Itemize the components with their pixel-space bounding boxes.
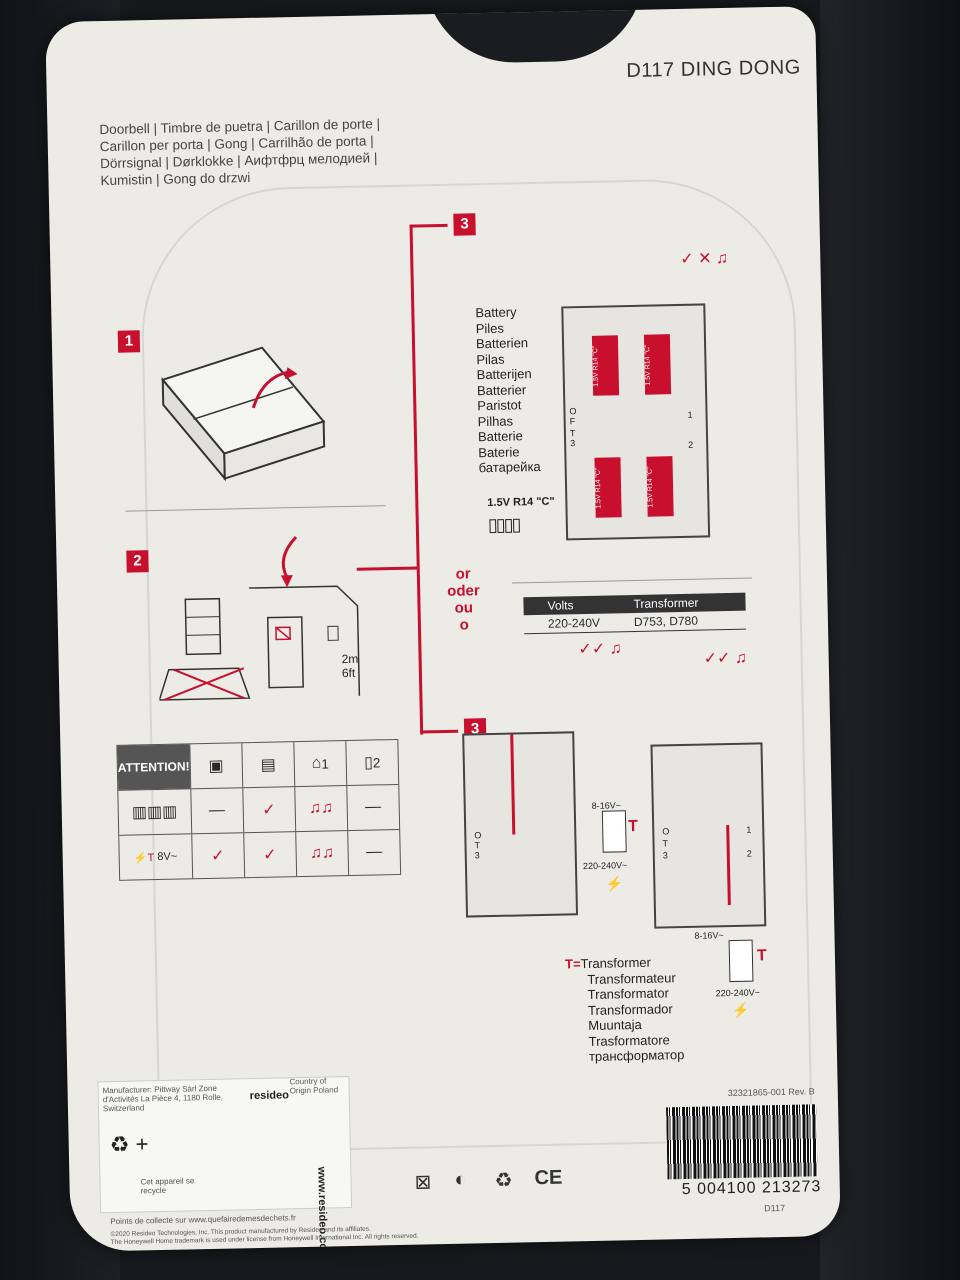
attention-title: ATTENTION! <box>117 744 191 790</box>
recycle-note: Cet appareil se recycle <box>140 1176 195 1196</box>
lightning-icon: ⚡ <box>605 875 623 892</box>
recycle-icon: ♻ <box>494 1169 513 1193</box>
chime-open-cover-illustration <box>161 346 326 482</box>
dash-icon: — <box>189 788 243 834</box>
check-icon: ✓ <box>241 787 295 833</box>
mounting-position-illustration <box>158 536 361 701</box>
battery-cell: 1.5V R14 "C" <box>591 335 620 396</box>
house-icon: ⌂1 <box>293 741 347 787</box>
step-1-badge: 1 <box>117 330 141 353</box>
dash-icon: — <box>347 829 401 876</box>
chime-type-icon: ▤ <box>241 742 295 788</box>
recycling-sticker: Manufacturer: Pittway Sàrl Zone d'Activi… <box>97 1076 353 1214</box>
switch-label: 2 <box>688 439 694 450</box>
wire <box>726 825 731 906</box>
chime-type-icon: ▣ <box>189 743 243 789</box>
wired-chime-diagram: O T 3 1 2 <box>650 742 767 929</box>
switch-label: 3 <box>570 438 576 449</box>
barcode-digits: 5 004100 213273 <box>681 1178 822 1199</box>
hanging-hole <box>424 6 647 65</box>
transformer-box <box>601 810 627 853</box>
transformer-t-label: T <box>628 817 639 836</box>
battery-cell: 1.5V R14 "C" <box>646 456 674 517</box>
wired-check-icons: ✓✓ ♫ <box>703 649 748 668</box>
transformer-icon: ⚡T 8V~ <box>133 850 178 865</box>
manufacturer-text: Manufacturer: Pittway Sàrl Zone d'Activi… <box>102 1083 223 1114</box>
transformer-word-list: T=Transformer Transformateur Transformat… <box>564 954 685 1065</box>
recycle-bin-icon: ♻ + <box>109 1131 149 1158</box>
green-dot-icon: ◐ <box>454 1168 467 1191</box>
volts-transformer-table: Volts Transformer 220-240V D753, D780 <box>523 592 747 635</box>
collection-text: Points de collecte sur www.quefairedemes… <box>110 1213 296 1227</box>
battery-spec: 1.5V R14 "C" <box>487 495 555 510</box>
battery-cells-icon: ▯▯▯▯ <box>487 514 520 536</box>
battery-icon: ▥▥▥ <box>131 803 178 822</box>
music-icon: ♫♫ <box>295 831 349 877</box>
attention-battery-row: ▥▥▥ — ✓ ♫♫ — <box>118 784 400 836</box>
step-3-badge: 3 <box>453 213 476 236</box>
attention-header-row: ATTENTION! ▣ ▤ ⌂1 ▯2 <box>117 739 399 791</box>
height-label-m: 2m <box>341 651 359 667</box>
battery-cell: 1.5V R14 "C" <box>643 334 672 395</box>
switch-label: F <box>569 416 576 427</box>
background-right <box>820 0 960 1280</box>
lightning-icon: ⚡ <box>731 1001 750 1019</box>
check-icon: ✓ <box>190 833 244 879</box>
attention-table: ATTENTION! ▣ ▤ ⌂1 ▯2 ▥▥▥ — ✓ ♫♫ — ⚡T 8V~… <box>116 738 402 881</box>
switch-label: T <box>569 428 576 439</box>
height-label-ft: 6ft <box>341 665 356 681</box>
product-names: Doorbell | Timbre de puetra | Carillon d… <box>99 116 381 189</box>
packaging-card: D117 DING DONG Doorbell | Timbre de puet… <box>45 6 841 1252</box>
ce-mark: CE <box>534 1166 563 1190</box>
wired-check-icons: ✓✓ ♫ <box>578 640 622 659</box>
switch-label: O <box>569 406 577 417</box>
switch-label: 1 <box>687 409 693 420</box>
wire <box>510 734 516 835</box>
low-voltage-label: 8-16V~ <box>694 930 724 941</box>
weee-bin-icon: ⊠ <box>414 1171 432 1194</box>
music-icon: ♫♫ <box>294 786 348 832</box>
dash-icon: — <box>346 784 400 831</box>
attention-transformer-row: ⚡T 8V~ ✓ ✓ ♫♫ — <box>119 829 401 880</box>
mains-voltage-label: 220-240V~ <box>582 860 628 872</box>
transformer-t-label: T <box>756 947 767 965</box>
low-voltage-label: 8-16V~ <box>591 800 622 811</box>
mains-voltage-label: 220-240V~ <box>715 987 761 999</box>
barcode <box>666 1104 818 1180</box>
model-small: D117 <box>764 1202 786 1214</box>
door-icon: ▯2 <box>345 739 399 786</box>
product-title: D117 DING DONG <box>626 56 802 83</box>
country-of-origin: Country of Origin Poland <box>289 1076 339 1096</box>
step-2-badge: 2 <box>126 550 149 573</box>
wired-chime-diagram: O T 3 <box>462 731 579 918</box>
battery-cell: 1.5V R14 "C" <box>594 457 622 518</box>
brand-logo: resideo <box>249 1089 289 1103</box>
check-icon: ✓ <box>242 832 296 878</box>
part-number: 32321865-001 Rev. B <box>727 1086 815 1099</box>
battery-chime-diagram: 1.5V R14 "C" 1.5V R14 "C" 1.5V R14 "C" 1… <box>561 303 711 541</box>
button-check-icons: ✓ ✕ ♫ <box>680 249 729 268</box>
transformer-box <box>728 939 754 983</box>
